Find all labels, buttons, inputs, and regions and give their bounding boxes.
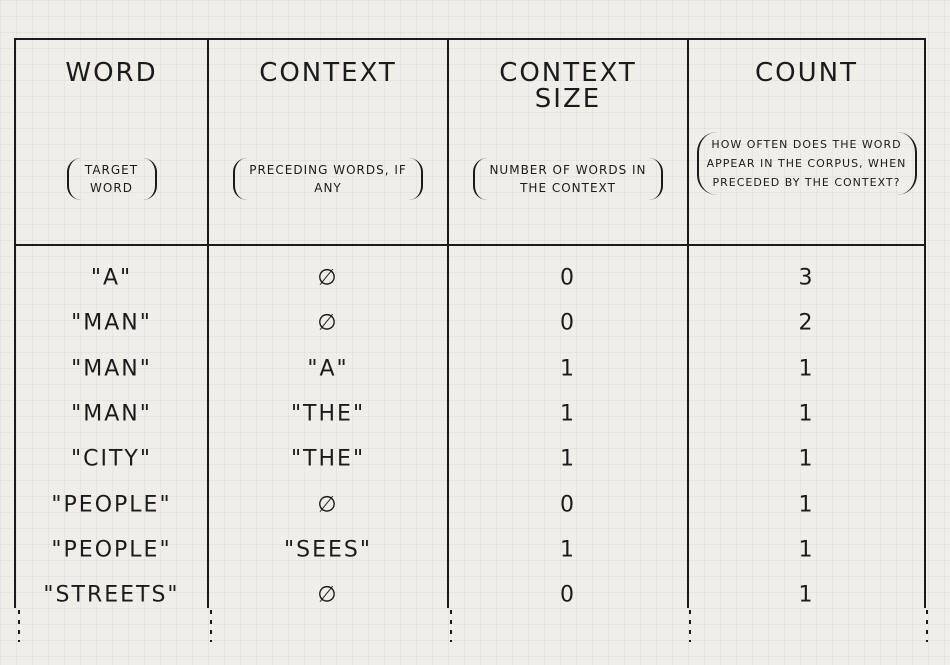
table-cell-size: 0	[560, 492, 576, 517]
column-subtitle: PRECEDING WORDS, IF ANY	[233, 158, 423, 200]
continuation-dots	[18, 610, 20, 642]
table-cell-count: 1	[798, 401, 815, 427]
column-subtitle: TARGET WORD	[66, 158, 157, 200]
column-divider	[207, 38, 209, 608]
table-cell-size: 1	[560, 356, 576, 382]
table-cell-word: "STREETS"	[43, 582, 180, 608]
table-cell-context: ∅	[317, 492, 339, 517]
continuation-dots	[689, 610, 691, 642]
header-context-size: CONTEXT SIZE NUMBER OF WORDS IN THE CONT…	[449, 40, 687, 244]
header-word: WORD TARGET WORD	[16, 40, 207, 244]
column-divider	[924, 38, 926, 608]
column-subtitle: NUMBER OF WORDS IN THE CONTEXT	[473, 158, 663, 200]
table-cell-word: "A"	[90, 265, 133, 291]
continuation-dots	[450, 610, 452, 642]
column-title: CONTEXT SIZE	[499, 58, 637, 114]
table-cell-word: "MAN"	[71, 356, 152, 382]
table-cell-context: ∅	[317, 582, 339, 608]
table-cell-size: 1	[560, 446, 576, 472]
column-title: WORD	[65, 58, 158, 88]
table-cell-count: 1	[798, 356, 815, 382]
table-cell-size: 0	[560, 265, 576, 291]
table-cell-count: 1	[798, 582, 815, 608]
table-cell-context: "A"	[307, 356, 349, 382]
table-cell-count: 2	[798, 310, 815, 336]
column-divider	[14, 38, 16, 608]
table-cell-context: "SEES"	[284, 537, 372, 563]
table-cell-word: "PEOPLE"	[51, 492, 172, 517]
table-top-border	[15, 38, 925, 40]
column-title: COUNT	[755, 58, 858, 88]
table-cell-context: ∅	[317, 265, 339, 291]
continuation-dots	[210, 610, 212, 642]
column-title: CONTEXT	[259, 58, 397, 88]
table-cell-word: "MAN"	[71, 401, 152, 427]
table-cell-count: 3	[798, 265, 815, 291]
table-cell-word: "CITY"	[71, 446, 152, 472]
table-cell-context: "THE"	[290, 401, 366, 427]
column-divider	[447, 38, 449, 608]
header-divider	[15, 244, 925, 246]
table-cell-count: 1	[798, 446, 815, 472]
header-context: CONTEXT PRECEDING WORDS, IF ANY	[209, 40, 447, 244]
table-cell-count: 1	[798, 537, 815, 563]
table-cell-size: 0	[560, 582, 576, 608]
table-cell-context: ∅	[317, 310, 339, 336]
header-count: COUNT HOW OFTEN DOES THE WORD APPEAR IN …	[689, 40, 924, 244]
table-cell-context: "THE"	[290, 446, 366, 472]
column-divider	[687, 38, 689, 608]
table-cell-size: 1	[560, 537, 576, 563]
table-cell-size: 1	[560, 401, 576, 427]
table-cell-word: "PEOPLE"	[51, 537, 172, 563]
column-subtitle: HOW OFTEN DOES THE WORD APPEAR IN THE CO…	[696, 132, 917, 195]
continuation-dots	[926, 610, 928, 642]
table-cell-count: 1	[798, 492, 815, 517]
table-cell-word: "MAN"	[71, 310, 152, 336]
table-cell-size: 0	[560, 310, 576, 336]
